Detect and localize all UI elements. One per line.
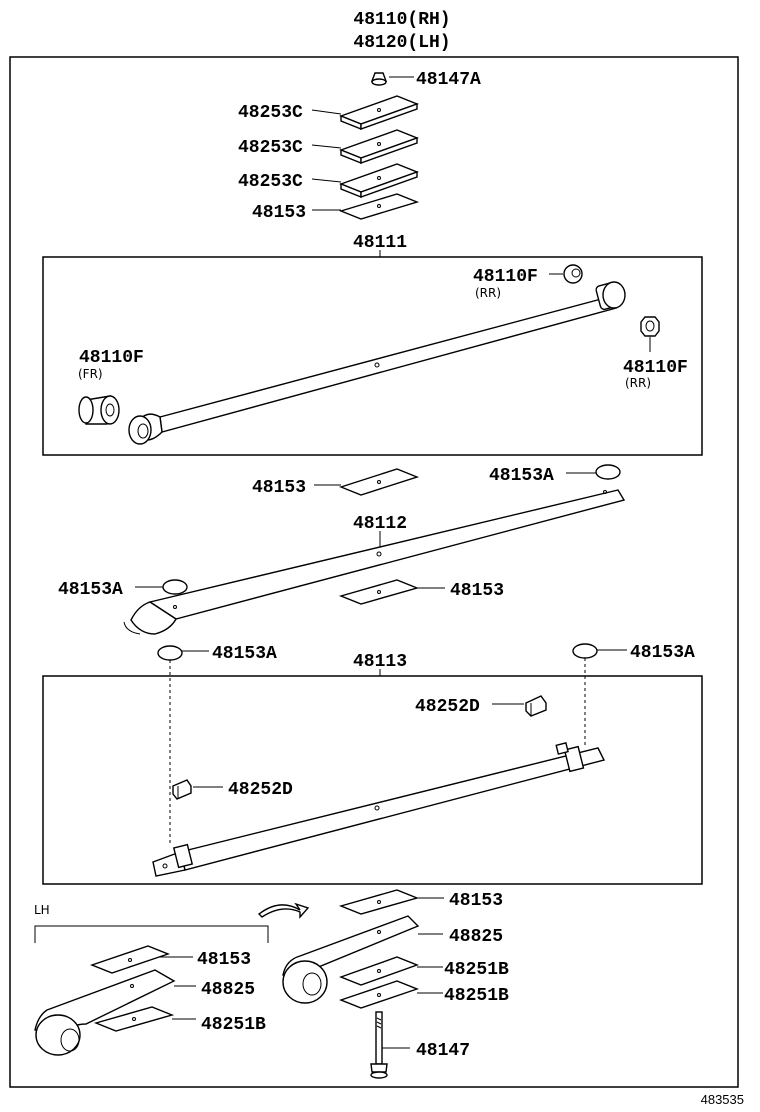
label-48153a-leaf2-right: 48153A (489, 466, 554, 486)
assembly-title-rh: 48110(RH) (353, 10, 450, 30)
label-48112: 48112 (353, 514, 407, 534)
pad-48153-upper-leaf2 (338, 468, 420, 496)
pad-48153-left-group (89, 945, 171, 974)
label-48153-upper-leaf2: 48153 (252, 478, 306, 498)
label-48251b-right-2: 48251B (444, 986, 509, 1006)
insert-48153a-leaf2-left (162, 579, 188, 595)
label-48153a-leaf2-left: 48153A (58, 580, 123, 600)
label-48825-left: 48825 (201, 980, 255, 1000)
pad-48251b-right-2 (338, 980, 420, 1009)
diagram-ref-number: 483535 (701, 1092, 744, 1107)
label-48253c-2: 48253C (238, 138, 303, 158)
insert-48153a-leaf3-left (157, 645, 183, 661)
arrow-icon (257, 902, 310, 919)
assembly-title-lh: 48120(LH) (353, 33, 450, 53)
center-bolt-48147 (370, 1011, 388, 1079)
spacer-48825-right (282, 915, 420, 1004)
leaf-48112 (123, 489, 626, 635)
insert-48153a-leaf2-right (595, 464, 621, 480)
insert-48153a-leaf3-right (572, 643, 598, 659)
spacer-48825-left (34, 969, 176, 1056)
clip-48252d-right (525, 695, 547, 717)
label-48110f-rr-2-note: (RR) (625, 376, 651, 390)
label-48252d-right: 48252D (415, 697, 480, 717)
label-48153-lower-leaf2: 48153 (450, 581, 504, 601)
label-48147a: 48147A (416, 70, 481, 90)
lh-bracket (34, 925, 269, 943)
main-leaf-48111 (128, 281, 626, 445)
label-48153-left-group: 48153 (197, 950, 251, 970)
label-48113: 48113 (353, 652, 407, 672)
pad-48253c-1 (339, 95, 419, 131)
lh-tag: LH (34, 903, 50, 917)
clip-48252d-left (172, 779, 192, 800)
pad-48253c-2 (339, 129, 419, 165)
pad-48153-right-group (338, 889, 420, 915)
label-48153-top: 48153 (252, 203, 306, 223)
pad-48253c-3 (339, 163, 419, 199)
label-48110f-fr-note: (FR) (78, 367, 103, 381)
label-48153a-leaf3-left: 48153A (212, 644, 277, 664)
pad-48153-lower-leaf2 (338, 579, 420, 605)
label-48253c-3: 48253C (238, 172, 303, 192)
label-48110f-fr: 48110F (79, 348, 144, 368)
label-48825-right: 48825 (449, 927, 503, 947)
bushing-48110f-rr-right (640, 316, 660, 337)
label-48153-right-group: 48153 (449, 891, 503, 911)
u-bolt-nut-part (370, 72, 388, 86)
label-48110f-rr: 48110F (473, 267, 538, 287)
pad-48153-top (338, 193, 420, 220)
leaf3-box (42, 675, 703, 885)
label-48251b-left: 48251B (201, 1015, 266, 1035)
label-48253c-1: 48253C (238, 103, 303, 123)
bushing-48110f-fr (78, 395, 120, 425)
pad-48251b-right-1 (339, 956, 419, 986)
label-48251b-right-1: 48251B (444, 960, 509, 980)
label-48252d-left: 48252D (228, 780, 293, 800)
outer-frame (9, 56, 739, 1088)
pad-48251b-left (93, 1006, 175, 1032)
leaf-48113 (152, 742, 606, 877)
label-48110f-rr-note: (RR) (475, 286, 501, 300)
main-leaf-box (42, 256, 703, 456)
bushing-48110f-rr-top (563, 264, 583, 284)
label-48153a-leaf3-right: 48153A (630, 643, 695, 663)
label-48110f-rr-2: 48110F (623, 358, 688, 378)
label-48111: 48111 (353, 233, 407, 253)
label-48147: 48147 (416, 1041, 470, 1061)
